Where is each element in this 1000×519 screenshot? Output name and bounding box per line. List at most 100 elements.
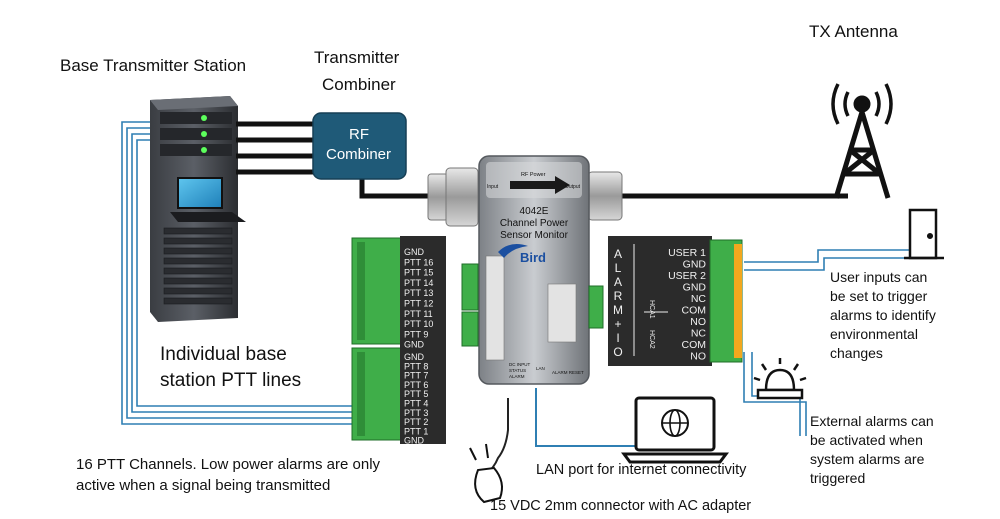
- ptt-lines-label-1: Individual base: [160, 344, 287, 365]
- terminal-label: GND: [404, 436, 425, 446]
- rf-power-arrow: [510, 176, 570, 194]
- bts-led-3: [201, 147, 207, 153]
- relay-1-label: HCA1: [648, 300, 655, 319]
- device-left-plug-2: [461, 311, 479, 347]
- device-model-label: 4042E: [520, 206, 549, 217]
- terminal-label: PTT 4: [404, 399, 428, 409]
- terminal-label: PTT 16: [404, 257, 433, 267]
- ext-alarms-line-1: External alarms can: [810, 413, 934, 429]
- device-left-plug-1: [461, 263, 479, 311]
- user-inputs-line-1: User inputs can: [830, 269, 928, 285]
- terminal-label: NO: [690, 351, 706, 363]
- terminal-label: O: [613, 345, 622, 359]
- ptt-lines-label-2: station PTT lines: [160, 370, 302, 391]
- ptt-wires: [121, 121, 356, 425]
- terminal-label: COM: [682, 305, 707, 317]
- terminal-label: USER 2: [668, 270, 706, 282]
- bird-logo-icon: [498, 244, 528, 258]
- terminal-label: GND: [683, 259, 707, 271]
- power-plug-icon: [469, 443, 503, 504]
- combiner-title-line-2: Combiner: [322, 75, 396, 94]
- device-dc-input-label: DC INPUT: [509, 362, 531, 367]
- terminal-label: M: [613, 303, 623, 317]
- terminal-label: +: [614, 317, 621, 331]
- terminal-label: NO: [690, 316, 706, 328]
- output-connector: [587, 171, 623, 221]
- base-transmitter-station-rack: [150, 96, 246, 322]
- terminal-label: COM: [682, 339, 707, 351]
- terminal-label: PTT 10: [404, 319, 433, 329]
- power-cable: [485, 398, 509, 475]
- terminal-label: PTT 5: [404, 389, 428, 399]
- terminal-label: NC: [691, 293, 707, 305]
- ext-alarms-line-2: be activated when: [810, 432, 923, 448]
- alarm-vertical-labels: ALARM+IO: [613, 247, 623, 359]
- rf-combiner-box: [312, 112, 407, 180]
- terminal-label: GND: [683, 282, 707, 294]
- terminal-label: PTT 9: [404, 329, 428, 339]
- power-label: 15 VDC 2mm connector with AC adapter: [490, 498, 752, 514]
- terminal-label: PTT 6: [404, 380, 428, 390]
- input-connector: [427, 167, 479, 227]
- device-lan-label: LAN: [536, 366, 545, 371]
- bts-keyboard: [170, 212, 246, 222]
- terminal-label: GND: [404, 352, 425, 362]
- terminal-label: A: [614, 247, 622, 261]
- user-inputs-line-5: changes: [830, 345, 883, 361]
- bts-label: Base Transmitter Station: [60, 56, 247, 75]
- ptt-terminal-bottom: [351, 346, 446, 444]
- ext-alarms-line-4: triggered: [810, 470, 866, 486]
- ext-alarms-line-3: system alarms are: [810, 451, 925, 467]
- terminal-label: PTT 14: [404, 278, 433, 288]
- device-input-label: Input: [487, 184, 499, 190]
- device-output-label: Output: [565, 184, 581, 190]
- device-alarm-label: ALARM: [509, 374, 525, 379]
- device-status-label: STATUS: [509, 368, 526, 373]
- ptt-note-line-1: 16 PTT Channels. Low power alarms are on…: [76, 456, 381, 473]
- laptop-icon: [621, 396, 729, 464]
- combiner-title-line-1: Transmitter: [314, 48, 400, 67]
- terminal-label: PTT 7: [404, 371, 428, 381]
- ptt-note-line-2: active when a signal being transmitted: [76, 477, 331, 494]
- bts-screen: [177, 177, 223, 209]
- device-name-line-1: Channel Power: [500, 218, 569, 229]
- terminal-label: NC: [691, 328, 707, 340]
- device-rf-power-label: RF Power: [521, 172, 546, 178]
- terminal-label: PTT 11: [404, 309, 433, 319]
- terminal-label: USER 1: [668, 247, 706, 259]
- rf-cables: [236, 121, 848, 199]
- door-icon: [904, 208, 944, 260]
- terminal-label: R: [614, 289, 623, 303]
- terminal-label: A: [614, 275, 622, 289]
- alarm-terminal-block: [608, 236, 743, 366]
- bts-led-2: [201, 131, 207, 137]
- terminal-label: PTT 15: [404, 268, 433, 278]
- terminal-label: PTT 13: [404, 288, 433, 298]
- rf-combiner-line-2: Combiner: [326, 146, 392, 163]
- user-inputs-line-4: environmental: [830, 326, 918, 342]
- bts-led-1: [201, 115, 207, 121]
- terminal-label: PTT 3: [404, 408, 428, 418]
- tx-antenna-label: TX Antenna: [809, 22, 898, 41]
- terminal-label: PTT 1: [404, 426, 428, 436]
- device-brand-label: Bird: [520, 250, 546, 265]
- tx-antenna-icon: [831, 83, 893, 199]
- terminal-label: PTT 12: [404, 299, 433, 309]
- terminal-label: I: [616, 331, 619, 345]
- user-inputs-line-2: be set to trigger: [830, 288, 928, 304]
- device-name-line-2: Sensor Monitor: [500, 230, 568, 241]
- user-inputs-line-3: alarms to identify: [830, 307, 936, 323]
- device-right-plug: [588, 285, 604, 329]
- relay-2-label: HCA2: [648, 330, 655, 349]
- alarm-beacon-icon: [753, 358, 807, 400]
- device-alarm-reset-label: ALARM RESET: [552, 370, 584, 375]
- terminal-label: PTT 2: [404, 417, 428, 427]
- terminal-label: GND: [404, 247, 425, 257]
- rf-combiner-line-1: RF: [349, 126, 369, 143]
- lan-cable: [535, 388, 636, 447]
- terminal-label: GND: [404, 340, 425, 350]
- lan-port-label: LAN port for internet connectivity: [536, 462, 747, 478]
